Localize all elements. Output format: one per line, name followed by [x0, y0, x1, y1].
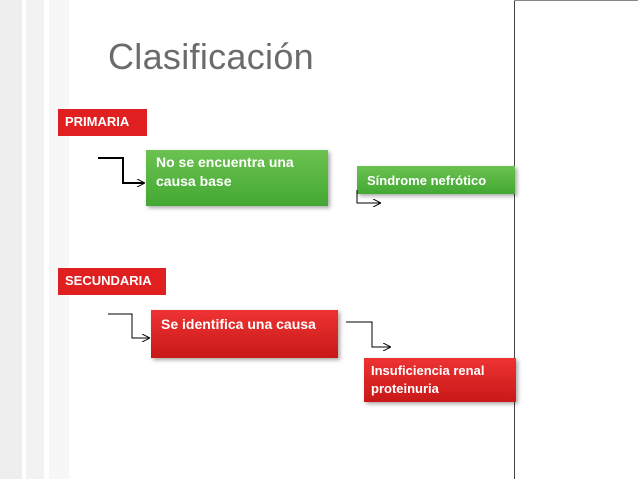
primaria-result-box: Síndrome nefrótico [357, 166, 515, 194]
secundaria-label: SECUNDARIA [58, 268, 166, 295]
frame-line [514, 0, 638, 1]
frame-line [514, 0, 515, 479]
decorative-bar [0, 0, 22, 479]
page-title: Clasificación [108, 36, 314, 77]
decorative-bar [26, 0, 44, 479]
decorative-bar [49, 0, 69, 479]
arrow-primaria-label-to-cause [98, 157, 144, 183]
primaria-label: PRIMARIA [58, 109, 147, 136]
secundaria-cause-box: Se identifica una causa [151, 310, 338, 358]
arrow-secundaria-label-to-cause [108, 313, 149, 338]
arrow-secundaria-cause-to-result [346, 321, 390, 347]
primaria-cause-box: No se encuentra una causa base [146, 150, 328, 206]
secundaria-result-box: Insuficiencia renal proteinuria [364, 358, 516, 402]
